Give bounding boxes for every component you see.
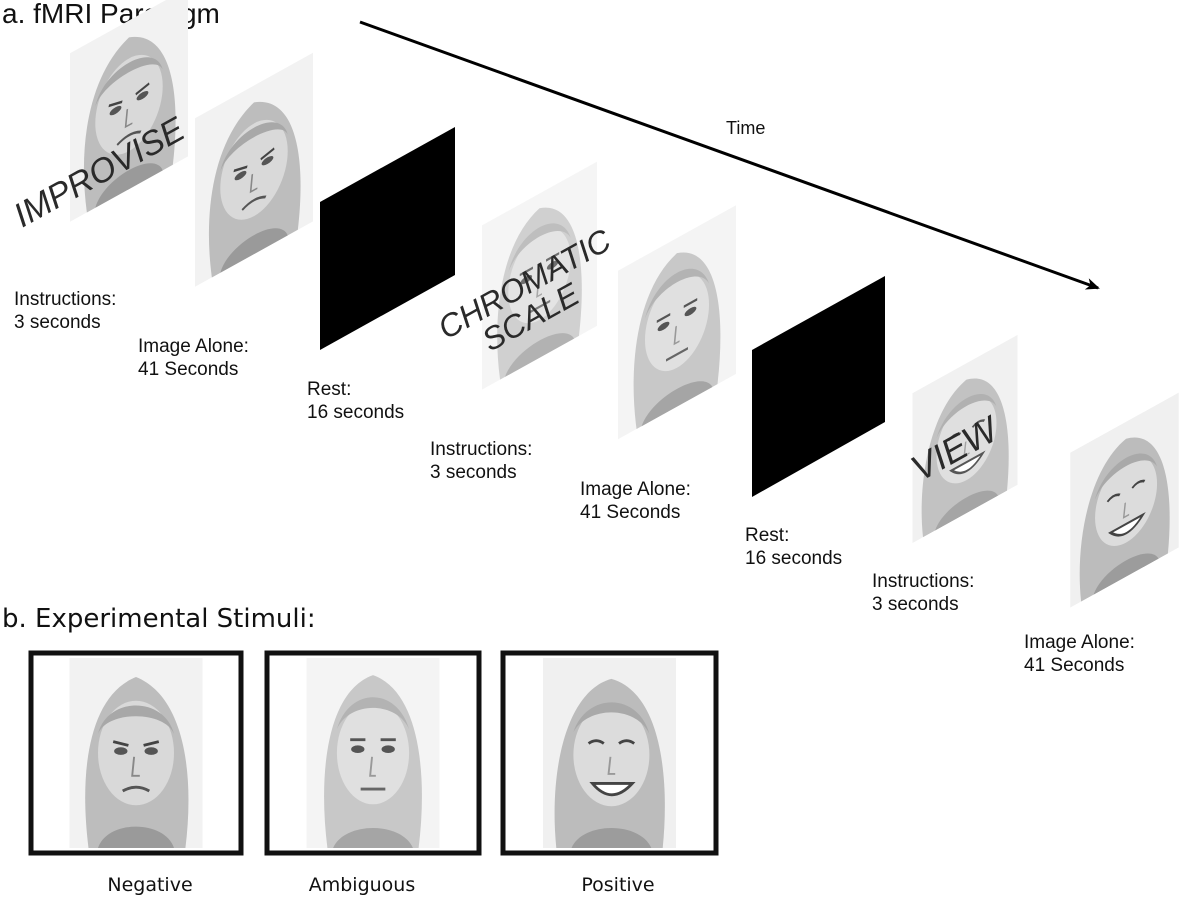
time-axis-label: Time: [726, 118, 766, 138]
stimulus-label-ambiguous: Ambiguous: [308, 874, 416, 896]
frame-label: Image Alone: 41 Seconds: [1024, 632, 1135, 676]
face-positive-icon: [543, 658, 676, 848]
stimulus-ambiguous: [264, 650, 482, 856]
face-negative-icon: [70, 658, 203, 848]
face-ambiguous-icon: [307, 658, 440, 848]
frame-label: Rest: 16 seconds: [745, 525, 843, 569]
face-ambiguous-icon: [618, 203, 736, 441]
frame-label: Rest: 16 seconds: [307, 379, 405, 423]
section-b-title: b. Experimental Stimuli:: [2, 604, 316, 634]
frame-label: Image Alone: 41 Seconds: [580, 479, 691, 523]
rest-screen-1: [320, 127, 455, 350]
frame-label: Instructions: 3 seconds: [430, 439, 533, 483]
frame-image-alone-2: [618, 203, 736, 441]
frame-image-alone-3: [1068, 390, 1181, 610]
frame-label: Instructions: 3 seconds: [872, 571, 975, 615]
stimulus-label-positive: Positive: [581, 874, 655, 896]
face-negative-icon: [195, 51, 313, 289]
time-arrow: [359, 20, 1100, 290]
frame-label: Instructions: 3 seconds: [14, 289, 117, 333]
stimulus-negative: [28, 650, 244, 856]
stimulus-label-negative: Negative: [107, 874, 193, 896]
frame-image-alone-1: [195, 51, 313, 289]
frame-label: Image Alone: 41 Seconds: [138, 336, 249, 380]
stimulus-positive: [500, 650, 719, 856]
face-positive-icon: [1068, 390, 1181, 610]
rest-screen-2: [752, 276, 885, 497]
